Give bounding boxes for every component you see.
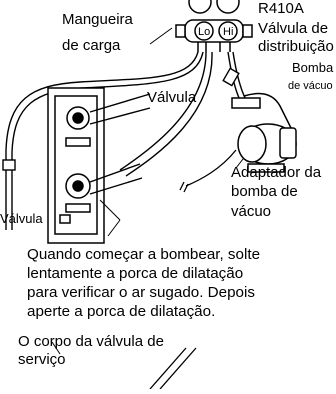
label-bomba-2: de vácuo bbox=[288, 80, 333, 92]
gauge-lo-text: Lo bbox=[198, 26, 210, 38]
plug-icon bbox=[179, 181, 189, 193]
instruction-line: lentamente a porca de dilatação bbox=[27, 265, 244, 282]
charge-hose bbox=[5, 51, 213, 230]
gauge-hi-text: Hi bbox=[223, 26, 233, 38]
label-valvula-left: Válvula bbox=[0, 211, 43, 226]
instruction-paragraph: Quando começar a bombear, solte lentamen… bbox=[27, 245, 332, 321]
vacuum-pump bbox=[231, 92, 297, 173]
label-r410a: R410A bbox=[258, 0, 304, 17]
label-valvula-mid: Válvula bbox=[147, 89, 197, 106]
instruction-line: Quando começar a bombear, solte bbox=[27, 246, 261, 263]
service-valve-panel bbox=[47, 87, 105, 244]
label-bomba-1: Bomba bbox=[292, 60, 334, 75]
label-valvula-dist-1: Válvula de bbox=[258, 20, 329, 37]
instruction-line: para verificar o ar sugado. Depois bbox=[27, 284, 255, 301]
label-corpo-valvula-1: O corpo da válvula de bbox=[18, 333, 164, 350]
label-adaptador-2: bomba de bbox=[231, 183, 298, 200]
instruction-line: aperte a porca de dilatação. bbox=[27, 303, 216, 320]
label-adaptador-3: vácuo bbox=[231, 203, 272, 220]
label-valvula-dist-2: distribuição bbox=[258, 38, 334, 55]
label-mangueira-1: Mangueira bbox=[62, 11, 133, 28]
service-valve-body-sketch bbox=[149, 347, 197, 390]
label-mangueira-2: de carga bbox=[62, 37, 121, 54]
power-cord bbox=[185, 149, 237, 187]
hose-valve-left bbox=[2, 159, 16, 171]
label-adaptador-1: Adaptador da bbox=[231, 164, 322, 181]
refrigerant-pipes bbox=[89, 93, 151, 195]
hose-valve-mid bbox=[222, 67, 240, 87]
manifold-gauge: Lo Hi bbox=[175, 0, 253, 52]
label-corpo-valvula-2: serviço bbox=[18, 351, 66, 368]
